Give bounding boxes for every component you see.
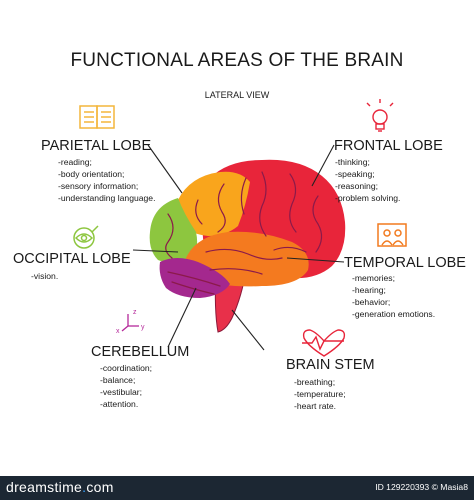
axis-label-y: y	[141, 324, 145, 331]
occipital-lobe-functions: -vision.	[31, 270, 58, 282]
list-item: -body orientation;	[58, 169, 125, 179]
list-item: -coordination;	[100, 363, 153, 373]
page-subtitle: LATERAL VIEW	[204, 90, 270, 100]
book-icon	[79, 105, 115, 129]
footer-bar: dreamstime.com ID 129220393 © Masia8	[0, 476, 474, 500]
leader-cerebellum	[167, 287, 197, 348]
list-item: -balance;	[100, 375, 136, 385]
list-item: -heart rate.	[294, 401, 337, 411]
list-item: -speaking;	[335, 169, 375, 179]
axis-label-x: x	[116, 328, 120, 335]
list-item: -temperature;	[294, 389, 346, 399]
brain-stem-title: BRAIN STEM	[286, 357, 375, 373]
cerebellum-functions: -coordination; -balance; -vestibular; -a…	[100, 362, 152, 410]
brand-dot: .	[82, 479, 87, 495]
list-item: -hearing;	[352, 285, 386, 295]
leader-parietal	[147, 144, 183, 194]
parietal-lobe-functions: -reading; -body orientation; -sensory in…	[58, 156, 155, 204]
temporal-lobe-functions: -memories; -hearing; -behavior; -generat…	[352, 272, 435, 320]
leader-lines	[132, 144, 345, 351]
xyz-axes-icon	[121, 314, 139, 332]
footer-image-id: ID 129220393 © Masia8	[375, 482, 468, 492]
page-title: FUNCTIONAL AREAS OF THE BRAIN	[70, 50, 404, 71]
lightbulb-icon	[366, 99, 394, 132]
list-item: -reading;	[58, 157, 92, 167]
occipital-lobe-title: OCCIPITAL LOBE	[13, 251, 131, 267]
list-item: -generation emotions.	[352, 309, 436, 319]
leader-frontal	[311, 144, 335, 187]
leader-brain-stem	[231, 309, 265, 351]
parietal-lobe-region	[178, 171, 250, 236]
list-item: -thinking;	[335, 157, 370, 167]
brand-tld: com	[86, 479, 114, 495]
list-item: -vision.	[31, 271, 59, 281]
list-item: -breathing;	[294, 377, 336, 387]
brain-folds	[165, 171, 323, 295]
cerebellum-title: CEREBELLUM	[91, 344, 190, 360]
people-icon	[377, 223, 407, 247]
list-item: -problem solving.	[335, 193, 401, 203]
footer-brand[interactable]: dreamstime.com	[6, 479, 114, 495]
parietal-lobe-title: PARIETAL LOBE	[41, 138, 152, 154]
brand-main: dreamstime	[6, 479, 83, 495]
list-item: -behavior;	[352, 297, 391, 307]
list-item: -sensory information;	[58, 181, 139, 191]
list-item: -vestibular;	[100, 387, 143, 397]
list-item: -reasoning;	[335, 181, 378, 191]
temporal-lobe-title: TEMPORAL LOBE	[344, 255, 466, 271]
leader-temporal	[286, 257, 345, 263]
list-item: -memories;	[352, 273, 395, 283]
frontal-lobe-functions: -thinking; -speaking; -reasoning; -probl…	[335, 156, 400, 204]
frontal-lobe-title: FRONTAL LOBE	[334, 138, 443, 154]
brain-stem-functions: -breathing; -temperature; -heart rate.	[294, 376, 346, 412]
heartbeat-icon	[302, 329, 346, 357]
eye-icon	[73, 225, 99, 249]
list-item: -understanding language.	[58, 193, 156, 203]
axis-label-z: z	[133, 309, 137, 316]
list-item: -attention.	[100, 399, 139, 409]
leader-occipital	[132, 249, 179, 253]
brain-diagram: z x y	[73, 99, 407, 357]
